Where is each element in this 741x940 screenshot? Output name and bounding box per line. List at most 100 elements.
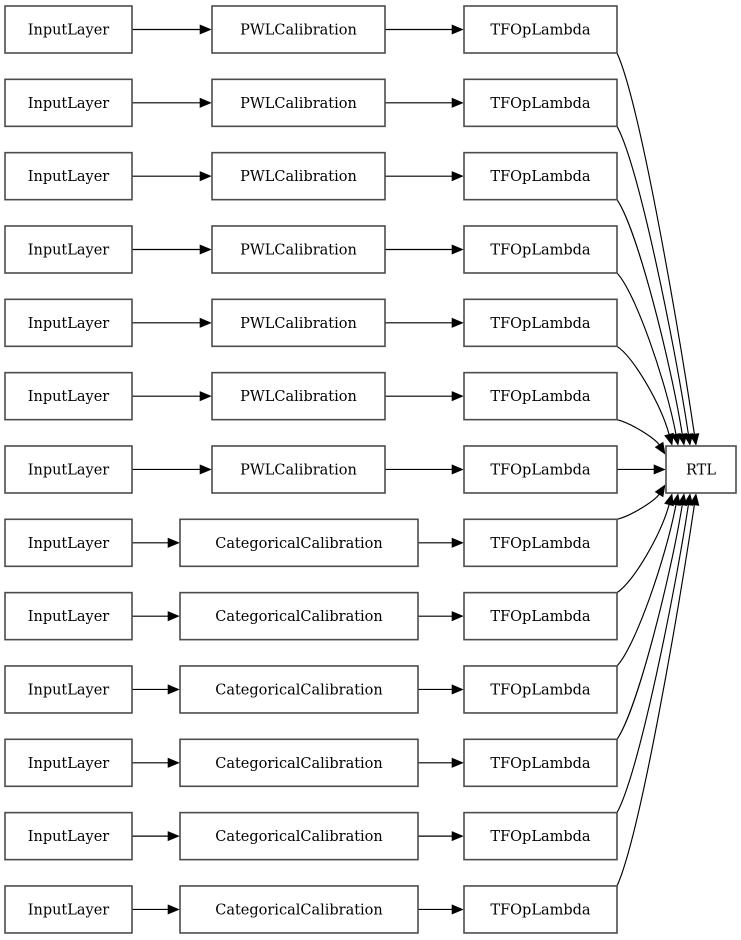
node-input-layer-6-box xyxy=(4,445,133,494)
node-input-layer-7[interactable]: InputLayer xyxy=(4,518,133,568)
node-tfoplambda-11-label: TFOpLambda xyxy=(490,829,590,845)
node-calibration-0-box xyxy=(211,5,386,54)
node-input-layer-5[interactable]: InputLayer xyxy=(4,371,133,421)
node-calibration-8[interactable]: CategoricalCalibration xyxy=(179,591,419,641)
node-calibration-11[interactable]: CategoricalCalibration xyxy=(179,811,419,861)
edge-input-to-calibration-7-arrowhead xyxy=(167,537,180,548)
node-calibration-10-label: CategoricalCalibration xyxy=(215,756,383,772)
node-tfoplambda-11[interactable]: TFOpLambda xyxy=(463,811,618,861)
node-calibration-1[interactable]: PWLCalibration xyxy=(211,78,386,128)
node-tfoplambda-6-box xyxy=(463,445,618,494)
edge-input-to-calibration-4-arrowhead xyxy=(199,317,212,328)
edge-lambda-to-rtl-5-arrowhead xyxy=(654,441,666,455)
node-calibration-5[interactable]: PWLCalibration xyxy=(211,371,386,421)
node-tfoplambda-12-box xyxy=(463,885,618,934)
node-tfoplambda-2[interactable]: TFOpLambda xyxy=(463,151,618,201)
node-tfoplambda-3-label: TFOpLambda xyxy=(490,242,590,258)
edge-calibration-to-lambda-4-arrowhead xyxy=(451,317,464,328)
node-calibration-6-box xyxy=(211,445,386,494)
edge-lambda-to-rtl-4 xyxy=(616,345,670,436)
node-tfoplambda-5[interactable]: TFOpLambda xyxy=(463,371,618,421)
edge-calibration-to-lambda-2-arrowhead xyxy=(451,171,464,182)
node-input-layer-2-box xyxy=(4,151,133,201)
node-tfoplambda-1-label: TFOpLambda xyxy=(490,96,590,112)
node-input-layer-3-box xyxy=(4,225,133,274)
node-calibration-7[interactable]: CategoricalCalibration xyxy=(179,518,419,568)
node-tfoplambda-3-box xyxy=(463,225,618,274)
edge-input-to-calibration-11-arrowhead xyxy=(167,831,180,842)
node-input-layer-1[interactable]: InputLayer xyxy=(4,78,133,128)
node-calibration-12-box xyxy=(179,885,419,934)
node-tfoplambda-10[interactable]: TFOpLambda xyxy=(463,738,618,788)
node-tfoplambda-8-box xyxy=(463,591,618,641)
node-input-layer-12-label: InputLayer xyxy=(28,902,110,918)
node-tfoplambda-6-label: TFOpLambda xyxy=(490,462,590,478)
node-tfoplambda-9-label: TFOpLambda xyxy=(490,682,590,698)
node-input-layer-12[interactable]: InputLayer xyxy=(4,885,133,934)
node-input-layer-0[interactable]: InputLayer xyxy=(4,5,133,54)
node-input-layer-6-label: InputLayer xyxy=(28,462,110,478)
node-tfoplambda-10-box xyxy=(463,738,618,788)
node-input-layer-6[interactable]: InputLayer xyxy=(4,445,133,494)
node-calibration-5-label: PWLCalibration xyxy=(240,389,357,405)
edge-calibration-to-lambda-11-arrowhead xyxy=(451,831,464,842)
edge-input-to-calibration-0-arrowhead xyxy=(199,24,212,35)
node-input-layer-11[interactable]: InputLayer xyxy=(4,811,133,861)
node-calibration-0[interactable]: PWLCalibration xyxy=(211,5,386,54)
node-input-layer-8-label: InputLayer xyxy=(28,609,110,625)
edge-lambda-to-rtl-8 xyxy=(616,503,670,594)
node-tfoplambda-7[interactable]: TFOpLambda xyxy=(463,518,618,568)
node-tfoplambda-7-label: TFOpLambda xyxy=(490,536,590,552)
node-calibration-3-label: PWLCalibration xyxy=(240,242,357,258)
edge-lambda-to-rtl-12-arrowhead xyxy=(689,493,700,506)
edge-lambda-to-rtl-8-arrowhead xyxy=(664,493,674,507)
edge-input-to-calibration-9-arrowhead xyxy=(167,684,180,695)
node-calibration-12[interactable]: CategoricalCalibration xyxy=(179,885,419,934)
node-tfoplambda-9[interactable]: TFOpLambda xyxy=(463,665,618,714)
node-calibration-9-box xyxy=(179,665,419,714)
node-input-layer-9[interactable]: InputLayer xyxy=(4,665,133,714)
edge-lambda-to-rtl-2 xyxy=(616,199,683,435)
edge-calibration-to-lambda-5-arrowhead xyxy=(451,391,464,402)
node-tfoplambda-2-label: TFOpLambda xyxy=(490,169,590,185)
node-rtl-output-box xyxy=(665,445,737,494)
edge-lambda-to-rtl-10 xyxy=(616,504,683,740)
edge-input-to-calibration-1-arrowhead xyxy=(199,97,212,108)
edge-lambda-to-rtl-4-arrowhead xyxy=(664,432,674,446)
edge-calibration-to-lambda-6-arrowhead xyxy=(451,464,464,475)
node-tfoplambda-0[interactable]: TFOpLambda xyxy=(463,5,618,54)
edge-calibration-to-lambda-3-arrowhead xyxy=(451,244,464,255)
node-tfoplambda-0-box xyxy=(463,5,618,54)
node-input-layer-9-label: InputLayer xyxy=(28,682,110,698)
edge-input-to-calibration-6-arrowhead xyxy=(199,464,212,475)
node-calibration-2[interactable]: PWLCalibration xyxy=(211,151,386,201)
node-calibration-6[interactable]: PWLCalibration xyxy=(211,445,386,494)
node-input-layer-3[interactable]: InputLayer xyxy=(4,225,133,274)
edge-calibration-to-lambda-9-arrowhead xyxy=(451,684,464,695)
node-tfoplambda-1[interactable]: TFOpLambda xyxy=(463,78,618,128)
node-tfoplambda-6[interactable]: TFOpLambda xyxy=(463,445,618,494)
edges-layer xyxy=(132,24,700,915)
node-calibration-9[interactable]: CategoricalCalibration xyxy=(179,665,419,714)
node-tfoplambda-12[interactable]: TFOpLambda xyxy=(463,885,618,934)
node-input-layer-10[interactable]: InputLayer xyxy=(4,738,133,788)
node-input-layer-4-box xyxy=(4,298,133,348)
node-calibration-11-label: CategoricalCalibration xyxy=(215,829,383,845)
node-tfoplambda-4[interactable]: TFOpLambda xyxy=(463,298,618,348)
node-tfoplambda-3[interactable]: TFOpLambda xyxy=(463,225,618,274)
node-tfoplambda-10-label: TFOpLambda xyxy=(490,756,590,772)
edge-input-to-calibration-8-arrowhead xyxy=(167,611,180,622)
node-tfoplambda-8[interactable]: TFOpLambda xyxy=(463,591,618,641)
node-calibration-3[interactable]: PWLCalibration xyxy=(211,225,386,274)
node-calibration-4[interactable]: PWLCalibration xyxy=(211,298,386,348)
node-rtl-output[interactable]: RTL xyxy=(665,445,737,494)
node-input-layer-4[interactable]: InputLayer xyxy=(4,298,133,348)
node-calibration-11-box xyxy=(179,811,419,861)
node-calibration-10[interactable]: CategoricalCalibration xyxy=(179,738,419,788)
node-input-layer-0-label: InputLayer xyxy=(28,23,110,39)
node-input-layer-10-label: InputLayer xyxy=(28,756,110,772)
edge-input-to-calibration-12-arrowhead xyxy=(167,904,180,915)
node-input-layer-2[interactable]: InputLayer xyxy=(4,151,133,201)
node-input-layer-8[interactable]: InputLayer xyxy=(4,591,133,641)
